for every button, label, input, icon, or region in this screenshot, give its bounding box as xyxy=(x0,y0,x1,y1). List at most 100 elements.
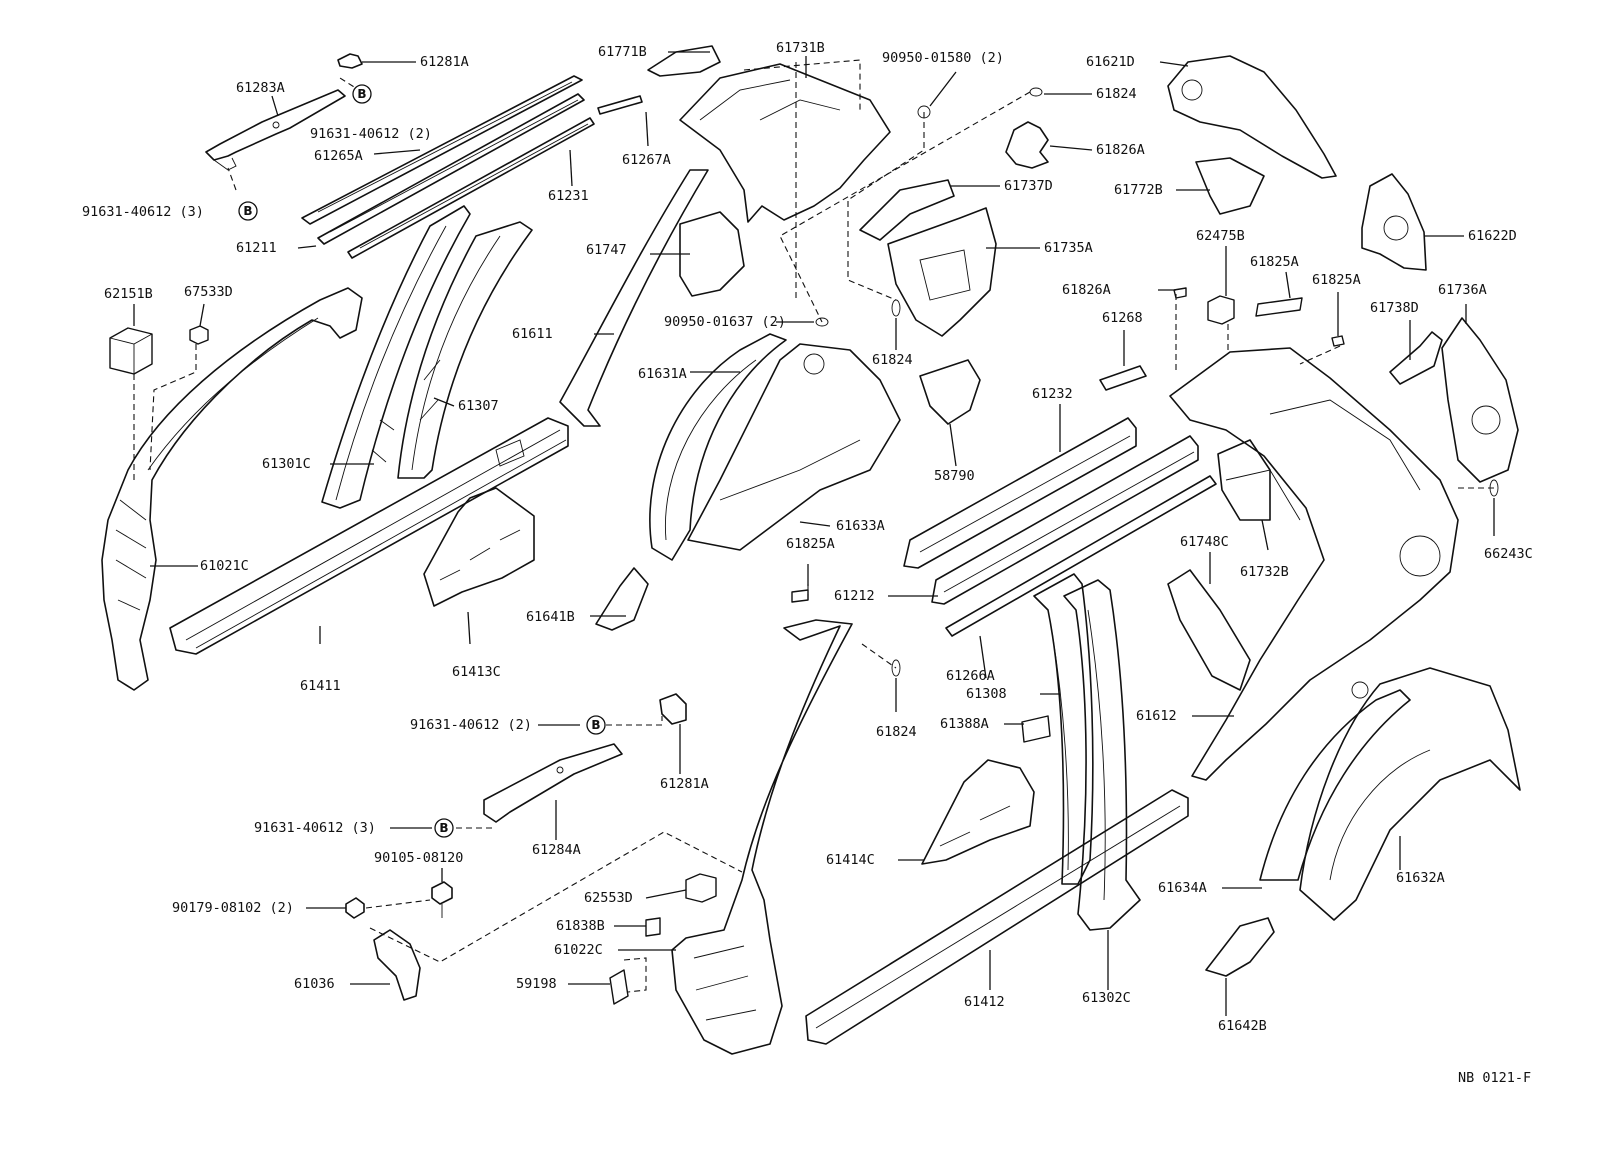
part-roof-rails xyxy=(301,75,595,259)
label-61838b: 61838B xyxy=(556,918,605,934)
part-61036 xyxy=(373,929,421,1001)
part-61414c xyxy=(921,759,1035,865)
label-61642b: 61642B xyxy=(1218,1018,1267,1034)
label-62475b: 62475B xyxy=(1196,228,1245,244)
leader-lines xyxy=(133,51,1495,1016)
label-61281a-low: 61281A xyxy=(660,776,709,792)
part-61825a-pads xyxy=(791,287,1345,603)
label-61307: 61307 xyxy=(458,398,499,414)
label-61771b: 61771B xyxy=(598,44,647,60)
label-91631-40612-2-top: 91631-40612 (2) xyxy=(310,126,432,142)
label-61825a-right1: 61825A xyxy=(1250,254,1299,270)
reference-code: NB 0121-F xyxy=(1458,1070,1531,1086)
label-61268: 61268 xyxy=(1102,310,1143,326)
label-61611: 61611 xyxy=(512,326,553,342)
svg-text:B: B xyxy=(243,204,252,218)
label-61826a-top: 61826A xyxy=(1096,142,1145,158)
part-61731b xyxy=(679,63,891,223)
part-61737d xyxy=(859,179,955,241)
part-61302c xyxy=(1063,579,1141,931)
part-fasteners xyxy=(345,881,453,919)
label-61736a: 61736A xyxy=(1438,282,1487,298)
part-61021c xyxy=(101,287,363,691)
label-58790: 58790 xyxy=(934,468,975,484)
callout-b-3: B xyxy=(586,715,606,735)
part-61281a-top xyxy=(337,53,363,69)
part-61412 xyxy=(805,789,1189,1045)
label-61022c: 61022C xyxy=(554,942,603,958)
label-61633a: 61633A xyxy=(836,518,885,534)
part-67533d xyxy=(189,325,209,345)
part-61281a-lower xyxy=(659,693,687,725)
label-61772b: 61772B xyxy=(1114,182,1163,198)
label-61283a: 61283A xyxy=(236,80,285,96)
part-61388a xyxy=(1021,715,1051,743)
part-61738d xyxy=(1389,331,1443,385)
assembly-lines xyxy=(133,59,1494,993)
part-61308 xyxy=(1033,573,1094,885)
part-61284a xyxy=(483,743,623,823)
part-61621d xyxy=(1167,55,1337,179)
part-61772b xyxy=(1195,157,1265,215)
part-58790 xyxy=(919,359,981,425)
label-61826a-mid: 61826A xyxy=(1062,282,1111,298)
part-61411 xyxy=(169,417,569,655)
label-90950-01580: 90950-01580 (2) xyxy=(882,50,1004,66)
part-61611 xyxy=(559,169,709,427)
part-61633a xyxy=(687,343,901,551)
part-62151b xyxy=(109,327,153,375)
label-61212: 61212 xyxy=(834,588,875,604)
callout-b-1: B xyxy=(352,84,372,104)
part-61747 xyxy=(679,211,745,297)
label-61641b: 61641B xyxy=(526,609,575,625)
label-91631-40612-3-low: 91631-40612 (3) xyxy=(254,820,376,836)
part-61307 xyxy=(397,221,533,479)
label-61388a: 61388A xyxy=(940,716,989,732)
part-61301c xyxy=(321,205,471,509)
label-61308: 61308 xyxy=(966,686,1007,702)
label-61631a: 61631A xyxy=(638,366,687,382)
label-61284a: 61284A xyxy=(532,842,581,858)
label-91631-40612-2-low: 91631-40612 (2) xyxy=(410,717,532,733)
part-62553d xyxy=(685,873,717,903)
label-66243c: 66243C xyxy=(1484,546,1533,562)
part-61642b xyxy=(1205,917,1275,977)
svg-text:B: B xyxy=(357,87,366,101)
part-61632a xyxy=(1299,667,1521,921)
label-61634a: 61634A xyxy=(1158,880,1207,896)
label-61612: 61612 xyxy=(1136,708,1177,724)
label-91631-40612-3-top: 91631-40612 (3) xyxy=(82,204,204,220)
callout-b-4: B xyxy=(434,818,454,838)
svg-text:B: B xyxy=(439,821,448,835)
part-61735a xyxy=(887,207,997,337)
part-61612 xyxy=(1169,347,1459,781)
part-labels: 61281A 61283A 91631-40612 (2) 61265A 612… xyxy=(82,40,1533,1034)
callout-b-2: B xyxy=(238,201,258,221)
label-61232: 61232 xyxy=(1032,386,1073,402)
part-61826a xyxy=(1005,121,1049,169)
label-61302c: 61302C xyxy=(1082,990,1131,1006)
label-61632a: 61632A xyxy=(1396,870,1445,886)
label-90179-08102: 90179-08102 (2) xyxy=(172,900,294,916)
part-61267a xyxy=(597,95,643,115)
label-61412: 61412 xyxy=(964,994,1005,1010)
label-61414c: 61414C xyxy=(826,852,875,868)
part-61634a xyxy=(1259,689,1411,881)
label-61824-low: 61824 xyxy=(876,724,917,740)
part-roof-members xyxy=(903,417,1217,637)
label-61267a: 61267A xyxy=(622,152,671,168)
label-59198: 59198 xyxy=(516,976,557,992)
part-61413c xyxy=(423,487,535,607)
part-59198 xyxy=(609,969,629,1005)
label-62151b: 62151B xyxy=(104,286,153,302)
label-61266a: 61266A xyxy=(946,668,995,684)
label-61281a-top: 61281A xyxy=(420,54,469,70)
label-61747: 61747 xyxy=(586,242,627,258)
label-61737d: 61737D xyxy=(1004,178,1053,194)
label-61738d: 61738D xyxy=(1370,300,1419,316)
part-drawings xyxy=(101,45,1521,1055)
label-61622d: 61622D xyxy=(1468,228,1517,244)
label-61265a: 61265A xyxy=(314,148,363,164)
label-61021c: 61021C xyxy=(200,558,249,574)
